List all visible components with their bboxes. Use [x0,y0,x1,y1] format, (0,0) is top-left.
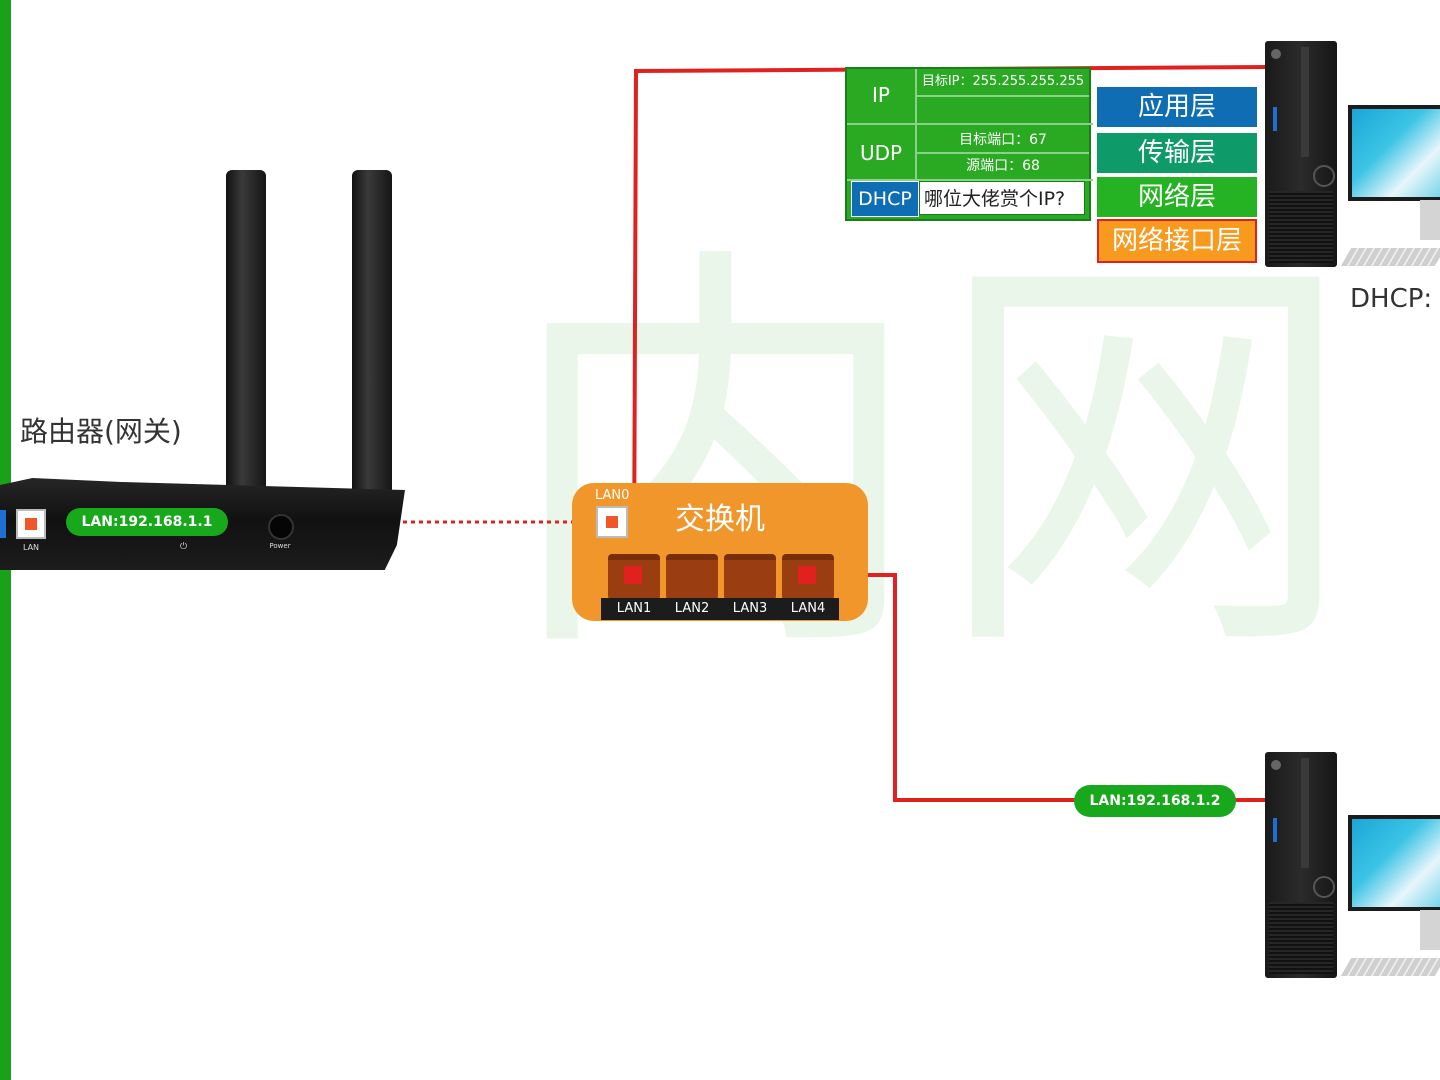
keyboard-top [1340,248,1440,266]
keyboard-bottom [1340,958,1440,976]
router-antenna-left [226,170,266,540]
pc-power-button-icon[interactable] [1271,49,1281,59]
packet-udp-label: UDP [859,141,903,165]
switch-port-lan3[interactable] [724,554,776,600]
switch-port-label: LAN2 [674,601,710,616]
router-title: 路由器(网关) [20,415,182,448]
switch-port-label: LAN3 [732,601,768,616]
router-antenna-right [352,170,392,540]
client-lan-ip-badge: LAN:192.168.1.2 [1074,785,1236,817]
packet-ip-target: 目标IP：255.255.255.255 [921,74,1085,89]
monitor-top-stand [1420,200,1440,240]
layer-network-interface: 网络接口层 [1097,219,1257,263]
switch-port-lan2[interactable] [666,554,718,600]
router-power-jack [268,514,294,540]
packet-udp-src-port: 源端口：68 [966,158,1040,174]
switch-uplink-label: LAN0 [595,488,630,503]
switch-port-lan1[interactable] [608,554,660,600]
pc-tower-bottom [1265,752,1337,978]
router-power-icon[interactable]: ⏻ [180,542,188,552]
monitor-bottom [1348,815,1440,911]
layer-network: 网络层 [1097,175,1257,217]
packet-dhcp-message: 哪位大佬赏个IP? [919,181,1085,215]
monitor-top [1348,105,1440,201]
layer-transport: 传输层 [1097,131,1257,173]
layer-application: 应用层 [1097,87,1257,127]
router-lan-ip-badge: LAN:192.168.1.1 [66,508,228,536]
switch-port-label: LAN4 [790,601,826,616]
switch-uplink-port[interactable] [596,506,628,538]
switch-port-lan4[interactable] [782,554,834,600]
pc-power-button-icon[interactable] [1271,760,1281,770]
router-lan-port[interactable] [16,509,46,539]
switch-title: 交换机 [675,502,765,537]
dhcp-packet: IP 目标IP：255.255.255.255 UDP 目标端口：67 源端口：… [845,67,1093,221]
cable-lan4-to-client [810,573,1270,802]
packet-dhcp-label: DHCP [858,188,912,210]
packet-udp-dst-port: 目标端口：67 [959,132,1047,148]
packet-ip-label: IP [872,83,890,107]
router-blue-port [0,510,6,538]
pc-tower-top [1265,41,1337,267]
packet-dhcp-box: DHCP [851,181,919,217]
protocol-layer-stack: 应用层 传输层 网络层 网络接口层 [1096,86,1260,266]
switch-port-label: LAN1 [616,601,652,616]
switch-port-labels: LAN1 LAN2 LAN3 LAN4 [601,598,839,620]
router-port-label: LAN [22,543,40,552]
dhcp-server-label: DHCP: [1350,284,1433,314]
monitor-bottom-stand [1420,910,1440,950]
router-power-label: Power [269,542,291,550]
